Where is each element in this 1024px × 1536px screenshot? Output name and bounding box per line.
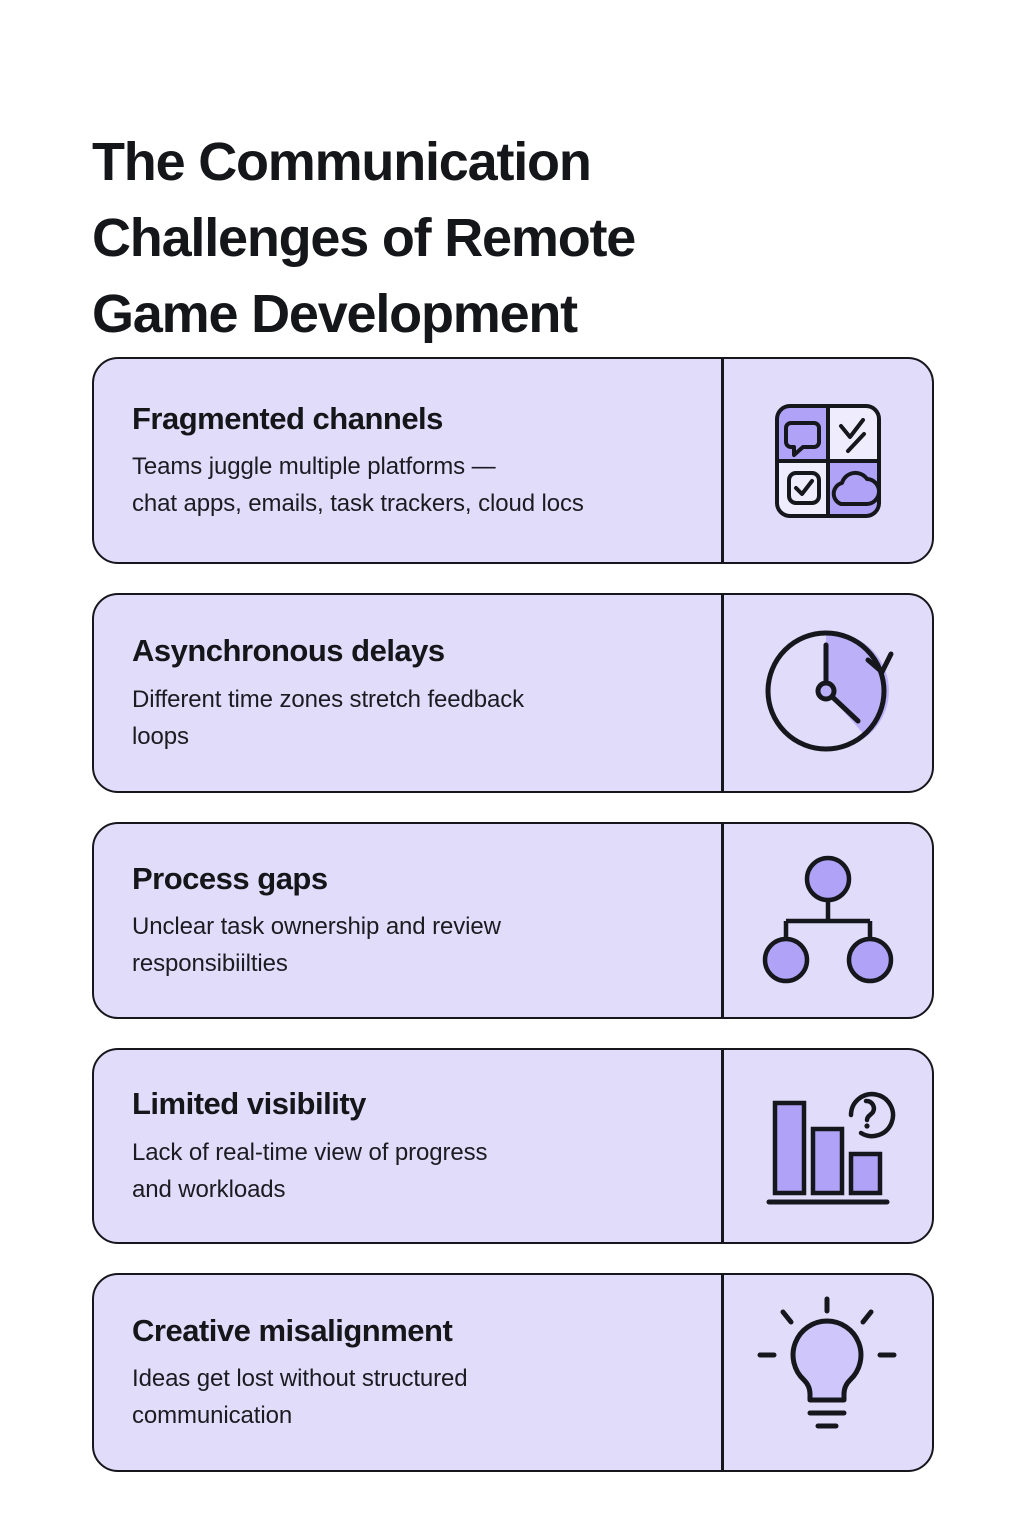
card-divider [721,824,724,1017]
card-text-block: Process gaps Unclear task ownership and … [94,824,721,1017]
card-text-block: Limited visibility Lack of real-time vie… [94,1050,721,1242]
page-title: The Communication Challenges of Remote G… [92,132,636,345]
card-text-block: Fragmented channels Teams juggle multipl… [94,359,721,562]
card-heading: Process gaps [132,860,328,896]
card-heading: Asynchronous delays [132,633,445,669]
org-chart-icon [753,846,903,996]
card-icon-slot [724,1275,933,1470]
challenge-card-asynchronous-delays[interactable]: Asynchronous delays Different time zones… [92,593,934,793]
card-body: Different time zones stretch feedback lo… [132,685,525,750]
card-divider [721,1050,724,1242]
card-body: Teams juggle multiple platforms — chat a… [132,453,584,518]
card-icon-slot [724,1050,933,1242]
challenge-card-list: Fragmented channels Teams juggle multipl… [92,357,934,1501]
card-text-block: Asynchronous delays Different time zones… [94,595,721,791]
challenge-card-creative-misalignment[interactable]: Creative misalignment Ideas get lost wit… [92,1273,934,1472]
challenge-card-fragmented-channels[interactable]: Fragmented channels Teams juggle multipl… [92,357,934,564]
card-divider [721,595,724,791]
card-body: Lack of real-time view of progress and w… [132,1138,488,1203]
card-body: Unclear task ownership and review respon… [132,913,501,978]
card-heading: Creative misalignment [132,1312,453,1348]
card-heading: Limited visibility [132,1086,366,1122]
card-heading: Fragmented channels [132,400,443,436]
card-body: Ideas get lost without structured commun… [132,1365,468,1430]
card-icon-slot [724,359,933,562]
card-divider [721,1275,724,1470]
card-divider [721,359,724,562]
lightbulb-idea-icon [750,1295,905,1450]
card-text-block: Creative misalignment Ideas get lost wit… [94,1275,721,1470]
challenge-card-limited-visibility[interactable]: Limited visibility Lack of real-time vie… [92,1048,934,1244]
bar-chart-question-icon [753,1071,903,1221]
quad-grid-apps-icon [753,386,903,536]
card-icon-slot [724,595,933,791]
clock-delay-icon [748,613,908,773]
challenge-card-process-gaps[interactable]: Process gaps Unclear task ownership and … [92,822,934,1019]
card-icon-slot [724,824,933,1017]
